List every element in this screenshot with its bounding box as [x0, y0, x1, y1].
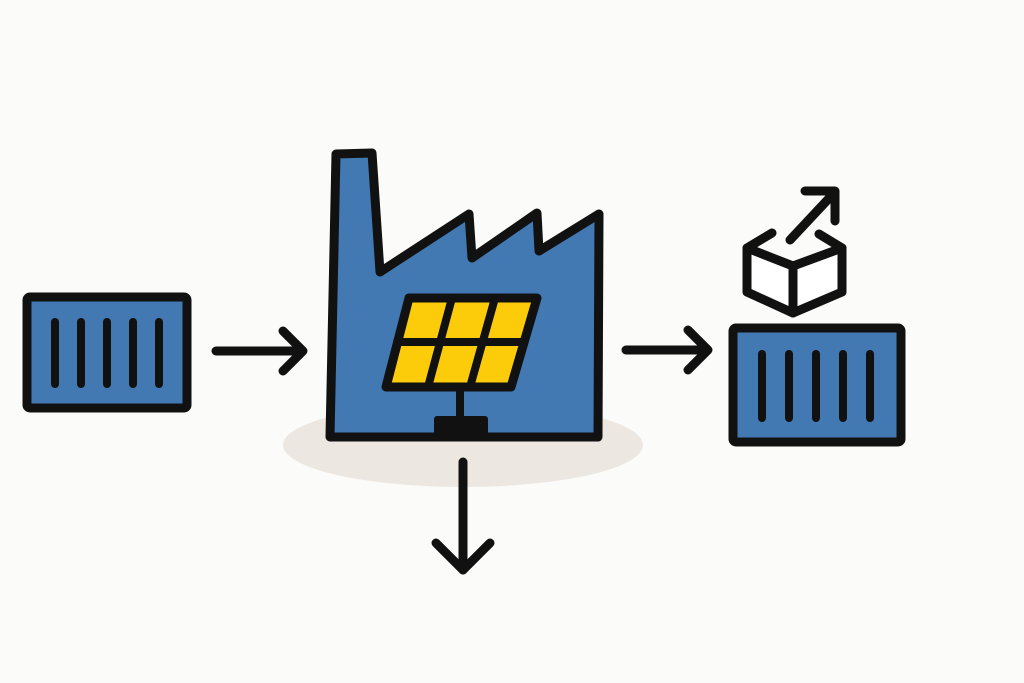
output-container-icon: [728, 323, 906, 447]
container-ribs: [758, 350, 874, 422]
container-ribs: [51, 318, 163, 388]
arrow-right-icon: [211, 326, 308, 376]
arrow-right-icon: [621, 325, 713, 375]
input-container-icon: [22, 292, 192, 413]
arrow-down-icon: [431, 457, 495, 575]
solar-panel-base: [434, 416, 488, 437]
open-box-export-icon: [742, 186, 847, 318]
solar-panel-icon: [381, 293, 542, 437]
